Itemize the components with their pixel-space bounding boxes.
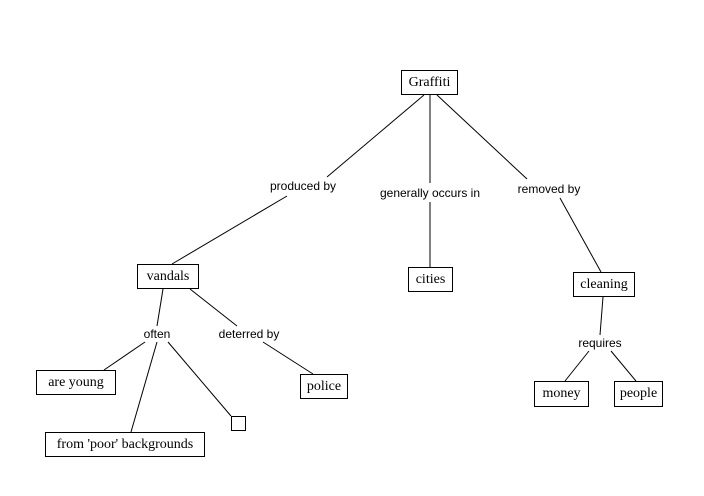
link-label-generally-occurs-in[interactable]: generally occurs in [377,186,483,200]
concept-node-police[interactable]: police [300,374,348,399]
concept-node-graffiti[interactable]: Graffiti [401,70,458,95]
edge-deterred-by-to-police [262,341,314,375]
edge-graffiti-to-produced-by [326,94,425,178]
link-label-requires[interactable]: requires [576,336,624,350]
concept-node-are-young[interactable]: are young [36,370,116,395]
concept-node-money[interactable]: money [534,381,589,407]
concept-node-empty-node[interactable] [231,416,246,431]
edge-produced-by-to-vandals [171,195,288,265]
link-label-deterred-by[interactable]: deterred by [216,327,282,341]
link-label-produced-by[interactable]: produced by [267,179,339,193]
link-label-often[interactable]: often [141,327,173,341]
edge-often-to-poor-backgrounds [130,341,158,433]
link-label-removed-by[interactable]: removed by [515,182,583,196]
concept-node-poor-backgrounds[interactable]: from 'poor' backgrounds [45,432,205,457]
edge-often-to-are-young [103,341,146,371]
edge-vandals-to-often [156,288,164,327]
edge-requires-to-people [610,350,637,382]
edge-vandals-to-deterred-by [189,288,238,327]
concept-node-people[interactable]: people [614,381,663,407]
edge-graffiti-to-removed-by [436,94,528,180]
concept-node-cleaning[interactable]: cleaning [573,272,635,297]
edge-cleaning-to-requires [599,296,604,336]
concept-node-cities[interactable]: cities [408,267,453,292]
edge-removed-by-to-cleaning [559,197,602,273]
edge-requires-to-money [564,350,590,382]
concept-node-vandals[interactable]: vandals [137,264,199,289]
edge-often-to-empty-node [167,341,232,417]
